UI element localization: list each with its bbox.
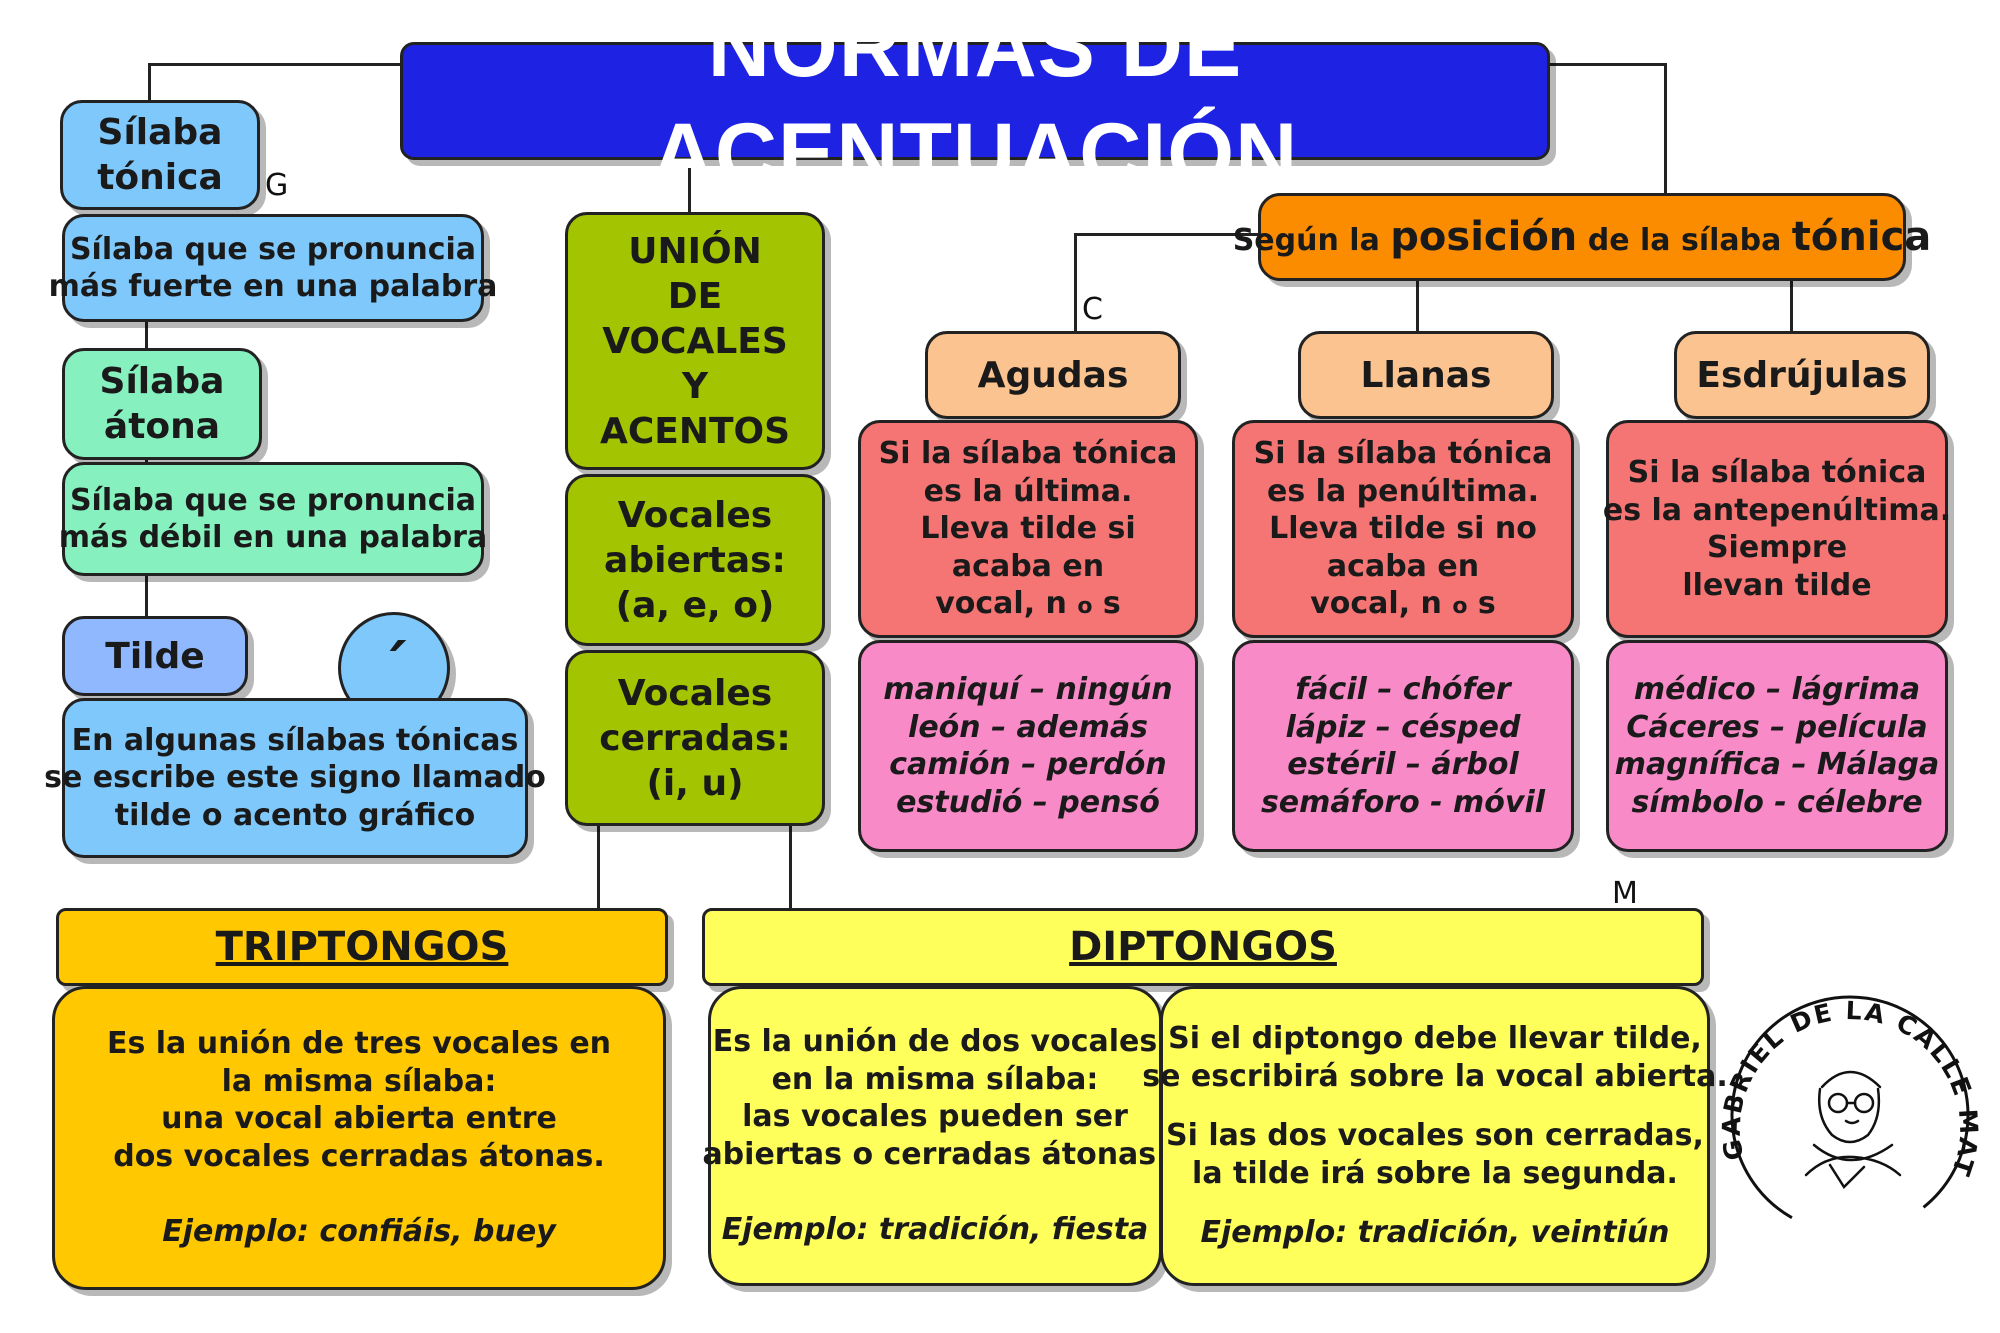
wire-pos-agudas-v	[1074, 233, 1077, 333]
letter-m: M	[1612, 876, 1638, 911]
author-logo-icon: GABRIEL DE LA CALLE MATADOR	[1698, 952, 1984, 1235]
wire-union-triptongos	[597, 825, 600, 910]
posicion-header: Según la posición de la sílaba tónica	[1233, 193, 1931, 281]
llanas-label: Llanas	[1298, 331, 1554, 419]
wire-title-right-h	[1548, 63, 1666, 66]
wire-title-union	[688, 160, 691, 212]
triptongos-label: TRIPTONGOS	[56, 908, 668, 986]
wire-title-left-h	[148, 63, 402, 66]
wire-union-diptongos	[789, 825, 792, 910]
diptongos-label: DIPTONGOS	[702, 908, 1704, 986]
wire-title-right-v	[1664, 63, 1667, 195]
wire-title-left-v	[148, 63, 151, 101]
letter-c: C	[1082, 292, 1103, 327]
wire-pos-agudas-h	[1074, 233, 1260, 236]
esdrujulas-label: Esdrújulas	[1674, 331, 1930, 419]
svg-text:GABRIEL DE LA CALLE MATADOR: GABRIEL DE LA CALLE MATADOR	[1710, 975, 1984, 1179]
wire-pos-esdrujulas	[1790, 280, 1793, 332]
diptongos-tilde-rules: Si el diptongo debe llevar tilde,se escr…	[1142, 986, 1728, 1286]
letter-g: G	[265, 168, 289, 203]
wire-pos-llanas	[1416, 280, 1419, 332]
agudas-label: Agudas	[925, 331, 1181, 419]
logo-text: GABRIEL DE LA CALLE MATADOR	[1698, 952, 1981, 1179]
tilde-label: Tilde	[62, 616, 248, 696]
author-logo: GABRIEL DE LA CALLE MATADOR	[1698, 952, 1990, 1255]
page-title: NORMAS DE ACENTUACIÓN	[400, 0, 1550, 202]
